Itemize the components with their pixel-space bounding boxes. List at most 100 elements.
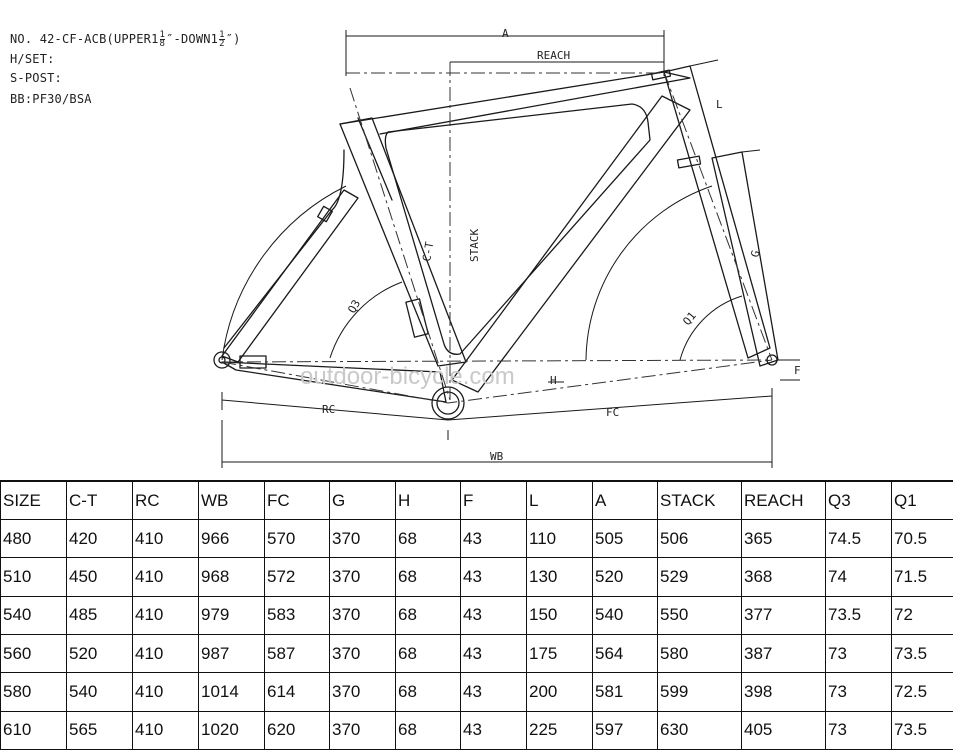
table-cell: 630: [657, 710, 742, 750]
spec-bottom-bracket: BB:PF30/BSA: [10, 92, 92, 106]
table-cell: 410: [132, 557, 199, 597]
table-cell: 43: [460, 710, 527, 750]
table-cell: 529: [657, 557, 742, 597]
main-triangle-inner: [384, 103, 651, 355]
table-cell: 368: [741, 557, 826, 597]
table-cell: 520: [66, 633, 133, 674]
table-cell: 175: [526, 633, 593, 674]
table-cell: 370: [329, 595, 396, 635]
cable-port: [405, 298, 429, 338]
table-cell: 398: [741, 672, 826, 712]
table-cell: 68: [395, 518, 461, 559]
column-header-wb: WB: [198, 480, 265, 520]
frame-geometry-svg: A REACH STACK C-T Q3 Q1 L G H F RC FC WB…: [213, 27, 801, 468]
table-cell: 73.5: [891, 633, 953, 674]
label-q1: Q1: [680, 309, 698, 328]
label-reach: REACH: [537, 49, 570, 62]
arc-q1: [679, 295, 743, 361]
table-cell: 610: [0, 710, 67, 750]
spec-model-mid: ″-DOWN1: [166, 32, 219, 46]
label-h: H: [550, 374, 557, 387]
arc-front-wheel: [585, 185, 713, 361]
table-cell: 410: [132, 518, 199, 559]
table-cell: 70.5: [891, 518, 953, 559]
table-cell: 564: [592, 633, 658, 674]
table-cell: 587: [264, 633, 330, 674]
upper-fraction-numerator: 1: [159, 30, 166, 40]
table-cell: 620: [264, 710, 330, 750]
centerline-head: [663, 71, 773, 361]
table-cell: 540: [592, 595, 658, 635]
column-header-q1: Q1: [891, 480, 953, 520]
down-fraction-numerator: 1: [219, 30, 225, 40]
table-cell: 370: [329, 710, 396, 750]
table-cell: 505: [592, 518, 658, 559]
table-cell: 510: [0, 557, 67, 597]
table-cell: 405: [741, 710, 826, 750]
table-cell: 43: [460, 518, 527, 559]
table-cell: 68: [395, 595, 461, 635]
table-cell: 370: [329, 672, 396, 712]
dim-a: [345, 30, 665, 76]
column-header-f: F: [460, 480, 527, 520]
rear-dropout: [213, 351, 231, 369]
down-fraction-denominator: 2: [219, 39, 225, 49]
table-cell: 410: [132, 672, 199, 712]
table-cell: 130: [526, 557, 593, 597]
table-cell: 110: [526, 518, 593, 559]
down-tube: [451, 95, 691, 393]
table-cell: 410: [132, 710, 199, 750]
seat-stay: [221, 189, 359, 363]
table-cell: 43: [460, 595, 527, 635]
table-cell: 370: [329, 557, 396, 597]
table-cell: 520: [592, 557, 658, 597]
top-cap: [650, 69, 672, 81]
label-f: F: [794, 364, 801, 377]
table-cell: 73: [825, 672, 892, 712]
label-fc: FC: [606, 406, 619, 419]
label-rc: RC: [322, 403, 335, 416]
table-cell: 614: [264, 672, 330, 712]
table-cell: 370: [329, 633, 396, 674]
column-header-rc: RC: [132, 480, 199, 520]
seat-tube: [339, 117, 467, 367]
table-cell: 74: [825, 557, 892, 597]
table-cell: 410: [132, 633, 199, 674]
watermark: outdoor-bicycle.com: [300, 363, 515, 390]
label-g: G: [748, 249, 762, 259]
spec-model-text: NO. 42-CF-ACB(UPPER1: [10, 32, 159, 46]
frame-geometry-drawing: A REACH STACK C-T Q3 Q1 L G H F RC FC WB…: [213, 27, 801, 468]
table-cell: 150: [526, 595, 593, 635]
table-cell: 370: [329, 518, 396, 559]
table-cell: 410: [132, 595, 199, 635]
label-l: L: [716, 98, 723, 111]
dim-wb: [221, 400, 773, 468]
column-header-a: A: [592, 480, 658, 520]
table-cell: 550: [657, 595, 742, 635]
column-header-g: G: [329, 480, 396, 520]
column-header-h: H: [395, 480, 461, 520]
label-wb: WB: [490, 450, 504, 463]
table-cell: 74.5: [825, 518, 892, 559]
table-cell: 71.5: [891, 557, 953, 597]
table-cell: 987: [198, 633, 265, 674]
table-cell: 73.5: [825, 595, 892, 635]
table-cell: 43: [460, 557, 527, 597]
table-cell: 580: [657, 633, 742, 674]
table-cell: 450: [66, 557, 133, 597]
table-cell: 480: [0, 518, 67, 559]
arc-rear-wheel: [221, 185, 347, 361]
table-cell: 377: [741, 595, 826, 635]
table-cell: 597: [592, 710, 658, 750]
seat-stay-outer: [223, 149, 345, 349]
label-stack: STACK: [468, 229, 481, 262]
